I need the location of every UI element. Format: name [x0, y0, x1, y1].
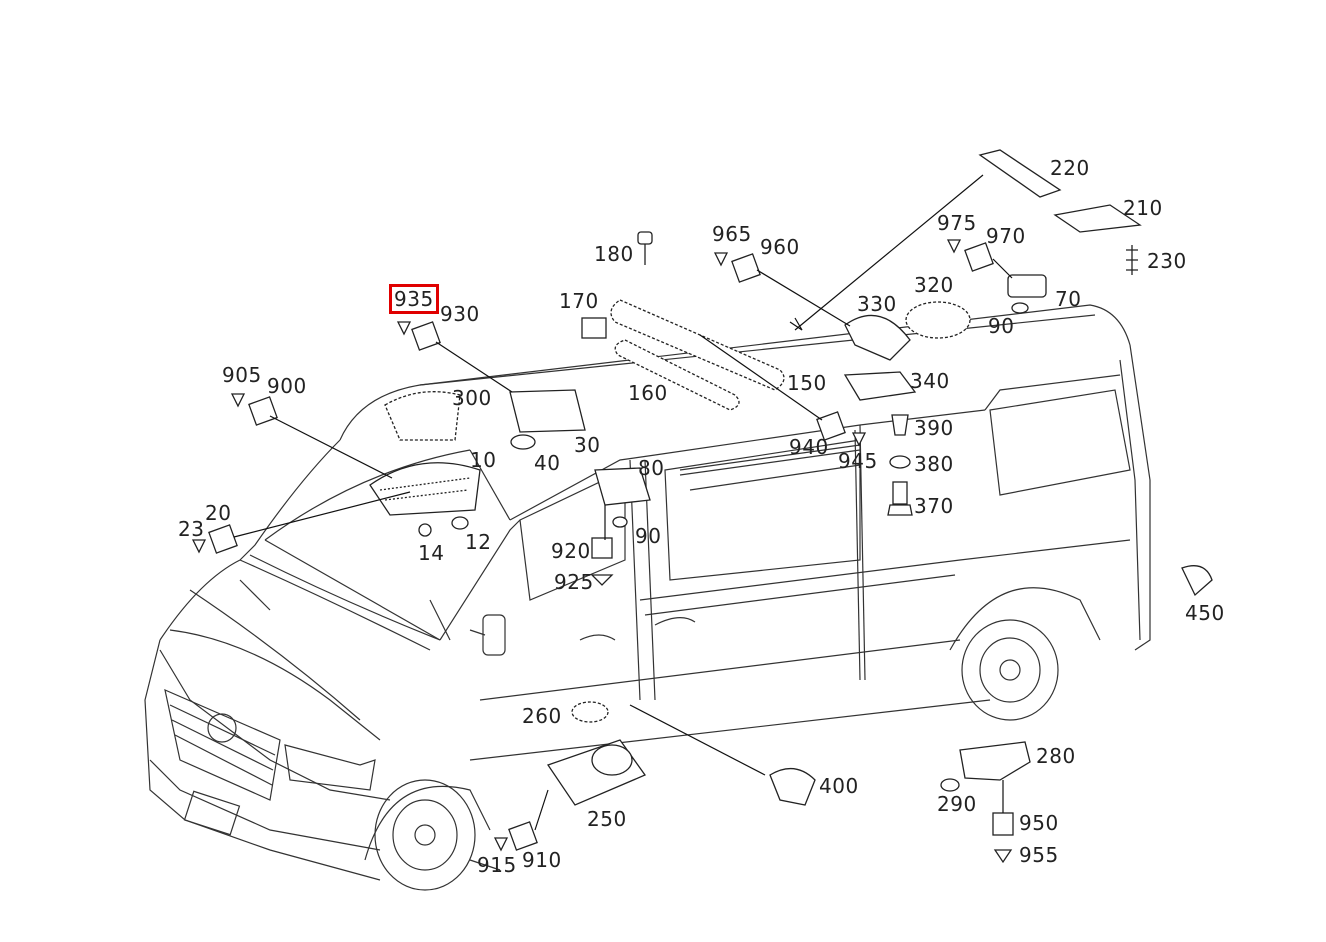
callout-975[interactable]: 975 [937, 211, 977, 235]
callout-965[interactable]: 965 [712, 222, 752, 246]
callout-160[interactable]: 160 [628, 381, 668, 405]
callout-260[interactable]: 260 [522, 704, 562, 728]
callout-210[interactable]: 210 [1123, 196, 1163, 220]
callout-290[interactable]: 290 [937, 792, 977, 816]
callout-400[interactable]: 400 [819, 774, 859, 798]
callout-90-side[interactable]: 90 [635, 524, 662, 548]
callout-945[interactable]: 945 [838, 449, 878, 473]
callout-150[interactable]: 150 [787, 371, 827, 395]
callout-14[interactable]: 14 [418, 541, 445, 565]
callout-320[interactable]: 320 [914, 273, 954, 297]
callout-970[interactable]: 970 [986, 224, 1026, 248]
callout-180[interactable]: 180 [594, 242, 634, 266]
callout-220[interactable]: 220 [1050, 156, 1090, 180]
callout-70[interactable]: 70 [1055, 287, 1082, 311]
callout-370[interactable]: 370 [914, 494, 954, 518]
callout-280[interactable]: 280 [1036, 744, 1076, 768]
van-body [144, 304, 1151, 891]
callout-380[interactable]: 380 [914, 452, 954, 476]
callout-80[interactable]: 80 [638, 456, 665, 480]
callout-30[interactable]: 30 [574, 433, 601, 457]
callout-920[interactable]: 920 [551, 539, 591, 563]
callout-925[interactable]: 925 [554, 570, 594, 594]
callout-450[interactable]: 450 [1185, 601, 1225, 625]
callout-935-selected[interactable]: 935 [389, 284, 439, 314]
callout-915[interactable]: 915 [477, 853, 517, 877]
callout-910[interactable]: 910 [522, 848, 562, 872]
callout-340[interactable]: 340 [910, 369, 950, 393]
part-shapes [191, 149, 1213, 864]
callout-940[interactable]: 940 [789, 435, 829, 459]
callout-930[interactable]: 930 [440, 302, 480, 326]
callout-12[interactable]: 12 [465, 530, 492, 554]
leader-lines [233, 174, 1013, 831]
callout-250[interactable]: 250 [587, 807, 627, 831]
callout-955[interactable]: 955 [1019, 843, 1059, 867]
callout-330[interactable]: 330 [857, 292, 897, 316]
callout-40[interactable]: 40 [534, 451, 561, 475]
callout-960[interactable]: 960 [760, 235, 800, 259]
callout-390[interactable]: 390 [914, 416, 954, 440]
callout-900[interactable]: 900 [267, 374, 307, 398]
callout-300[interactable]: 300 [452, 386, 492, 410]
callout-170[interactable]: 170 [559, 289, 599, 313]
callout-950[interactable]: 950 [1019, 811, 1059, 835]
callout-23[interactable]: 23 [178, 517, 205, 541]
callout-20[interactable]: 20 [205, 501, 232, 525]
callout-90-roof[interactable]: 90 [988, 314, 1015, 338]
callout-230[interactable]: 230 [1147, 249, 1187, 273]
callout-10[interactable]: 10 [470, 448, 497, 472]
callout-905[interactable]: 905 [222, 363, 262, 387]
